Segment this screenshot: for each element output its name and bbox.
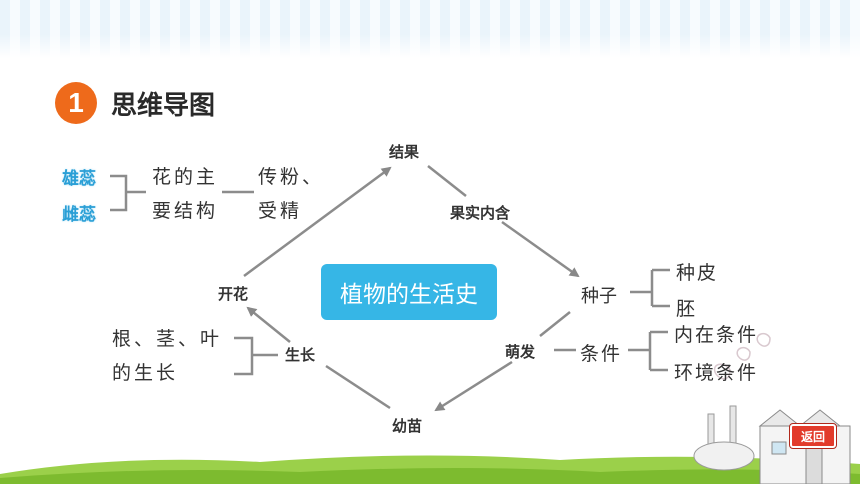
arrow-germinate-to-seedling bbox=[434, 360, 513, 412]
arrow-flower-to-fruit bbox=[243, 166, 392, 278]
main-structure-line-2: 要结构 bbox=[152, 200, 219, 222]
header-stripe-background bbox=[0, 0, 860, 58]
arrow-label-to-seed bbox=[501, 220, 580, 278]
node-fruit-contains: 果实内含 bbox=[450, 204, 511, 222]
back-button[interactable]: 返回 bbox=[790, 424, 836, 448]
growth-parts-line-1: 根、茎、叶 bbox=[112, 328, 223, 350]
line-fruit-to-label bbox=[427, 165, 467, 197]
main-structure-line-1: 花的主 bbox=[152, 166, 219, 188]
embryo-label: 胚 bbox=[676, 298, 698, 320]
seed-coat-label: 种皮 bbox=[676, 262, 719, 284]
node-germinate: 萌发 bbox=[505, 343, 536, 361]
growth-parts-line-2: 的生长 bbox=[112, 362, 179, 384]
stamen-label: 雄蕊 bbox=[62, 169, 96, 189]
brace-seed-parts bbox=[630, 268, 670, 308]
growth-parts-text: 根、茎、叶 的生长 bbox=[112, 322, 222, 390]
line-seed-to-germinate bbox=[539, 311, 571, 337]
pollination-line-2: 受精 bbox=[258, 200, 303, 222]
environment-conditions-label: 环境条件 bbox=[674, 362, 759, 384]
section-number-badge: 1 bbox=[55, 82, 97, 124]
node-fruit: 结果 bbox=[389, 143, 420, 161]
brace-stamen-pistil bbox=[110, 174, 146, 212]
arrow-growth-to-flower bbox=[246, 306, 291, 343]
node-flowering: 开花 bbox=[218, 285, 249, 303]
section-header: 1 思维导图 bbox=[55, 82, 215, 124]
pollination-text: 传粉、 受精 bbox=[258, 160, 324, 228]
node-growth: 生长 bbox=[285, 346, 316, 364]
pollination-line-1: 传粉、 bbox=[258, 166, 325, 188]
node-seedling: 幼苗 bbox=[392, 417, 423, 435]
main-structure-text: 花的主 要结构 bbox=[152, 160, 218, 228]
conditions-label: 条件 bbox=[580, 343, 623, 365]
pistil-label: 雌蕊 bbox=[62, 205, 96, 225]
page-title: 思维导图 bbox=[111, 90, 216, 121]
line-seedling-to-growth bbox=[325, 364, 391, 410]
brace-conditions bbox=[628, 330, 668, 372]
node-seed: 种子 bbox=[581, 286, 617, 307]
brace-growth-parts bbox=[234, 336, 278, 376]
factory-illustration bbox=[693, 332, 851, 484]
internal-conditions-label: 内在条件 bbox=[674, 324, 759, 346]
central-topic: 植物的生活史 bbox=[321, 264, 497, 320]
grass-hill-decoration bbox=[0, 455, 860, 484]
